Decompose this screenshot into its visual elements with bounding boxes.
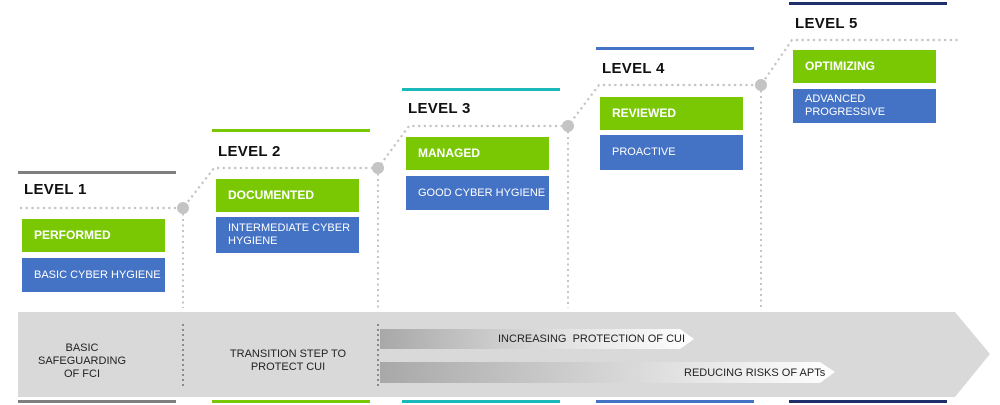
step-node-4 [755, 79, 767, 91]
reducing-arrow [380, 362, 835, 383]
step-node-1 [177, 202, 189, 214]
step-node-2 [372, 162, 384, 174]
level-1-title: LEVEL 1 [24, 181, 87, 198]
level-3-description: GOOD CYBER HYGIENE [406, 176, 549, 210]
level-3-top-bar [402, 88, 560, 91]
level-3-bottom-bar [402, 400, 560, 403]
level-2-title: LEVEL 2 [218, 143, 281, 160]
level-1-bottom-bar [18, 400, 176, 403]
reducing-risks-label: REDUCING RISKS OF APTs [684, 367, 826, 379]
progress-arrow [18, 312, 990, 397]
level-1-top-bar [18, 171, 176, 174]
level-3-title: LEVEL 3 [408, 100, 471, 117]
level-2-top-bar [212, 129, 370, 132]
level-5-practice: OPTIMIZING [793, 50, 936, 83]
level-4-title: LEVEL 4 [602, 60, 665, 77]
level-5-top-bar [789, 2, 947, 5]
level-2-description: INTERMEDIATE CYBER HYGIENE [216, 217, 359, 253]
level-4-practice: REVIEWED [600, 97, 743, 130]
level-1-practice: PERFORMED [22, 219, 165, 252]
step-node-3 [562, 120, 574, 132]
increasing-protection-label: INCREASING PROTECTION OF CUI [498, 333, 686, 345]
level-5-description: ADVANCED PROGRESSIVE [793, 89, 936, 123]
level-2-practice: DOCUMENTED [216, 179, 359, 212]
level-2-bottom-bar [212, 400, 370, 403]
arrow-segment-basic-safeguarding: BASIC SAFEGUARDING OF FCI [37, 342, 126, 380]
level-4-top-bar [596, 47, 754, 50]
level-4-description: PROACTIVE [600, 135, 743, 170]
arrow-segment-transition-step: TRANSITION STEP TO PROTECT CUI [229, 348, 347, 373]
level-1-description: BASIC CYBER HYGIENE [22, 258, 165, 292]
level-5-title: LEVEL 5 [795, 15, 858, 32]
level-4-bottom-bar [596, 400, 754, 403]
maturity-step-path [20, 38, 958, 210]
level-5-bottom-bar [789, 400, 947, 403]
level-3-practice: MANAGED [406, 137, 549, 170]
increasing-arrow [380, 329, 694, 349]
